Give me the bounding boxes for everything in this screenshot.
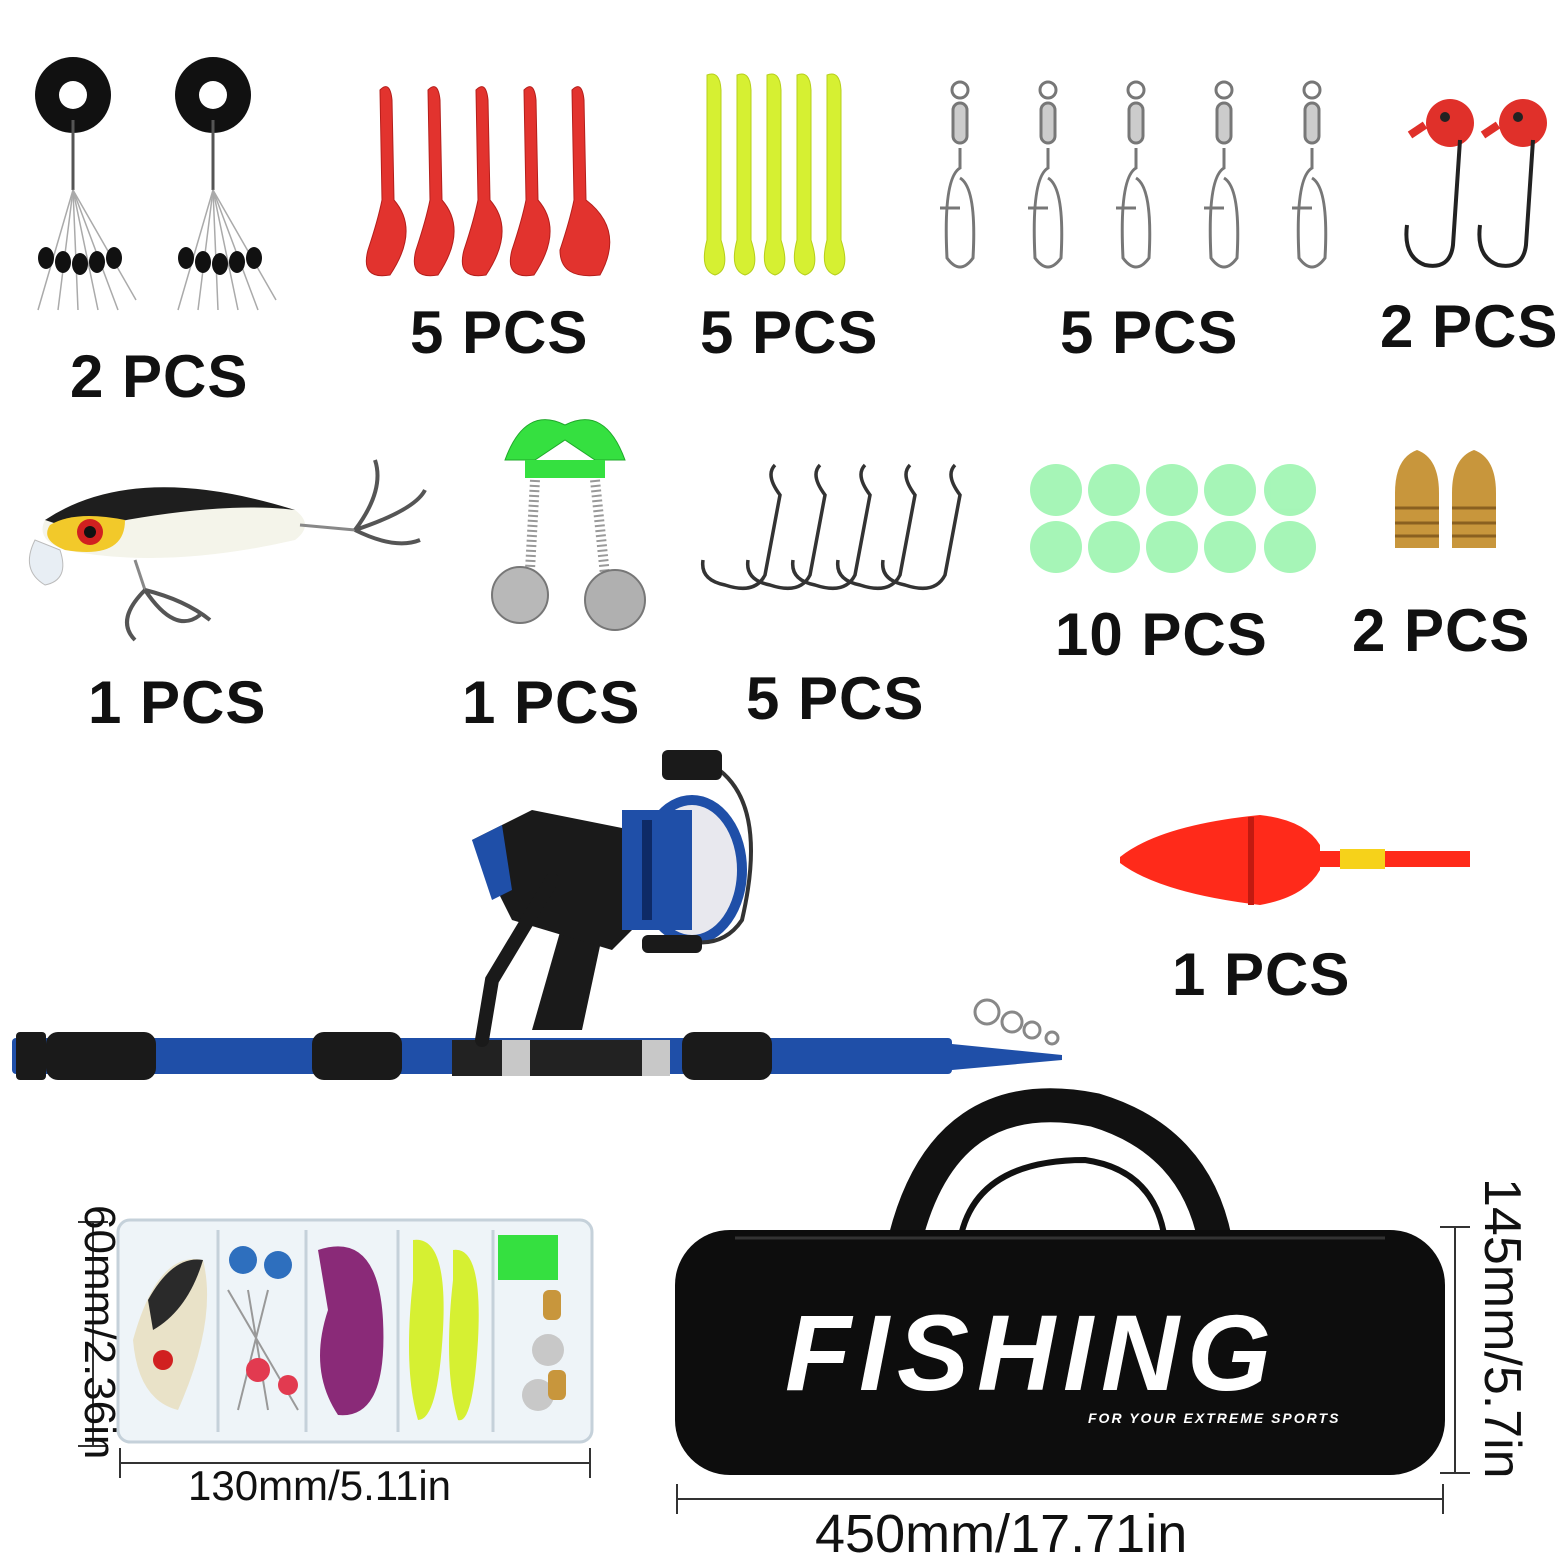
crankbait-lure-qty: 1 PCS (88, 669, 267, 736)
offset-hooks-qty: 5 PCS (746, 665, 925, 732)
glow-beads-image (1028, 462, 1323, 577)
red-bobber-qty: 1 PCS (1172, 941, 1351, 1008)
glow-beads-qty: 10 PCS (1055, 601, 1268, 668)
bag-height-label: 145mm/5.7in (1473, 1178, 1531, 1479)
bag-brand-text: FISHING (785, 1292, 1280, 1413)
bullet-weights-image (1390, 448, 1505, 558)
bag-width-label: 450mm/17.71in (815, 1504, 1188, 1564)
rod-and-reel-image (12, 740, 1072, 1110)
red-bobber-image (1120, 805, 1480, 915)
red-grub-worms-image (360, 80, 635, 285)
red-grub-worms-qty: 5 PCS (410, 299, 589, 366)
tackle-box-width-line (118, 1448, 592, 1478)
float-stoppers-image (18, 50, 288, 320)
crankbait-lure-image (15, 450, 430, 650)
jig-heads-image (1395, 95, 1560, 275)
bite-alarm-bells-image (465, 400, 665, 650)
snap-swivels-qty: 5 PCS (1060, 299, 1239, 366)
rod-bag-image (675, 1088, 1445, 1478)
green-paddle-tails-qty: 5 PCS (700, 299, 879, 366)
tackle-box-height-label: 60mm/2.36in (75, 1205, 124, 1460)
tackle-box-height-line (78, 1220, 108, 1448)
bag-width-line (675, 1484, 1445, 1514)
green-paddle-tails-image (695, 70, 865, 280)
bite-alarm-bells-qty: 1 PCS (462, 669, 641, 736)
tackle-box-width-label: 130mm/5.11in (188, 1462, 452, 1509)
snap-swivels-image (935, 78, 1345, 278)
bullet-weights-qty: 2 PCS (1352, 597, 1531, 664)
tackle-box-image (116, 1218, 594, 1444)
bag-tagline: FOR YOUR EXTREME SPORTS (1088, 1410, 1341, 1426)
jig-heads-qty: 2 PCS (1380, 293, 1559, 360)
bag-height-line (1440, 1225, 1470, 1475)
offset-hooks-image (695, 455, 975, 600)
float-stoppers-qty: 2 PCS (70, 343, 249, 410)
